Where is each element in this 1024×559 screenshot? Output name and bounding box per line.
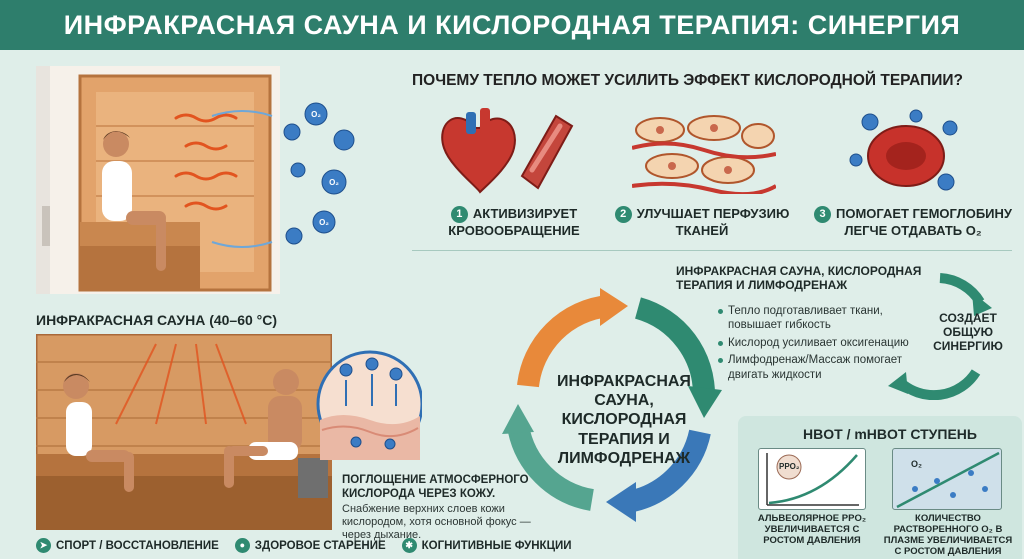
footer-label: КОГНИТИВНЫЕ ФУНКЦИИ: [421, 539, 572, 552]
question-title: ПОЧЕМУ ТЕПЛО МОЖЕТ УСИЛИТЬ ЭФФЕКТ КИСЛОР…: [412, 72, 964, 89]
tissue-perfusion-icon: [632, 115, 776, 194]
sauna-section-title: ИНФРАКРАСНАЯ САУНА (40–60 °C): [36, 312, 278, 328]
footer-item-aging: ● ЗДОРОВОЕ СТАРЕНИЕ: [234, 538, 386, 553]
cycle-center-label: ИНФРАКРАСНАЯ САУНА, КИСЛОРОДНАЯ ТЕРАПИЯ …: [557, 373, 691, 467]
alveolar-pressure-chart: PPO₂: [758, 448, 866, 510]
benefit-number-badge: 3: [814, 206, 831, 223]
runner-icon: ➤: [36, 538, 51, 553]
footer-tags: ➤ СПОРТ / ВОССТАНОВЛЕНИЕ ● ЗДОРОВОЕ СТАР…: [36, 538, 572, 553]
list-item: Кислород усиливает оксигенацию: [718, 336, 928, 350]
o2-label: O₂: [911, 459, 922, 469]
benefit-number-badge: 2: [614, 206, 632, 223]
skin-absorption-title: ПОГЛОЩЕНИЕ АТМОСФЕРНОГО КИСЛОРОДА ЧЕРЕЗ …: [342, 474, 529, 500]
list-item: Тепло подготавливает ткани, повышает гиб…: [718, 304, 928, 333]
sauna-couple-illustration: [36, 334, 332, 530]
hbot-title: HBOT / mHBOT СТУПЕНЬ: [803, 426, 977, 442]
synergy-title: ИНФРАКРАСНАЯ САУНА, КИСЛОРОДНАЯ ТЕРАПИЯ …: [676, 264, 922, 293]
oxygen-trend-icon: [896, 451, 1000, 509]
ppo2-label: PPO₂: [779, 462, 800, 471]
skin-magnifier-illustration: [316, 350, 422, 460]
brain-icon: ✱: [401, 538, 417, 553]
pressure-curve-icon: [766, 453, 859, 506]
svg-text:O₂: O₂: [319, 218, 329, 227]
alveolar-pressure-caption: АЛЬВЕОЛЯРНОЕ PPO₂ УВЕЛИЧИВАЕТСЯ С РОСТОМ…: [757, 513, 867, 546]
synergy-side-label: СОЗДАЕТ ОБЩУЮ СИНЕРГИЮ: [933, 311, 1003, 353]
svg-text:O₂: O₂: [329, 178, 339, 187]
synergy-loop-arrow-icon: [888, 273, 992, 400]
sauna-room-illustration: [36, 66, 280, 294]
benefit-label: ПОМОГАЕТ ГЕМОГЛОБИНУ ЛЕГЧЕ ОТДАВАТЬ O₂: [836, 206, 1012, 238]
synergy-list: Тепло подготавливает ткани, повышает гиб…: [718, 304, 928, 385]
benefit-label: АКТИВИЗИРУЕТ КРОВООБРАЩЕНИЕ: [448, 206, 580, 238]
dissolved-oxygen-chart: O₂: [892, 448, 1002, 510]
section-divider: [412, 250, 1012, 251]
person-icon: ●: [234, 538, 250, 553]
benefit-number-badge: 1: [450, 206, 468, 223]
list-item: Лимфодренаж/Массаж помогает двигать жидк…: [718, 353, 928, 382]
page-title: ИНФРАКРАСНАЯ САУНА И КИСЛОРОДНАЯ ТЕРАПИЯ…: [0, 0, 1024, 50]
benefit-label: УЛУЧШАЕТ ПЕРФУЗИЮ ТКАНЕЙ: [636, 206, 790, 238]
cycle-arrows-icon: [502, 288, 722, 522]
footer-label: СПОРТ / ВОССТАНОВЛЕНИЕ: [56, 539, 219, 552]
svg-text:O₂: O₂: [311, 110, 321, 119]
benefit-hemoglobin: 3 ПОМОГАЕТ ГЕМОГЛОБИНУ ЛЕГЧЕ ОТДАВАТЬ O₂: [808, 206, 1018, 239]
red-blood-cell-icon: [849, 109, 958, 191]
dissolved-oxygen-caption: КОЛИЧЕСТВО РАСТВОРЕННОГО O₂ В ПЛАЗМЕ УВЕ…: [883, 513, 1013, 557]
footer-item-sport: ➤ СПОРТ / ВОССТАНОВЛЕНИЕ: [36, 538, 219, 553]
oxygen-bubbles-icon: O₂ O₂ O₂: [283, 102, 355, 245]
heart-vessel-icon: [441, 108, 574, 194]
skin-absorption-text: Снабжение верхних слоев кожи кислородом,…: [342, 503, 531, 542]
footer-item-cognitive: ✱ КОГНИТИВНЫЕ ФУНКЦИИ: [401, 538, 572, 553]
footer-label: ЗДОРОВОЕ СТАРЕНИЕ: [254, 539, 386, 552]
